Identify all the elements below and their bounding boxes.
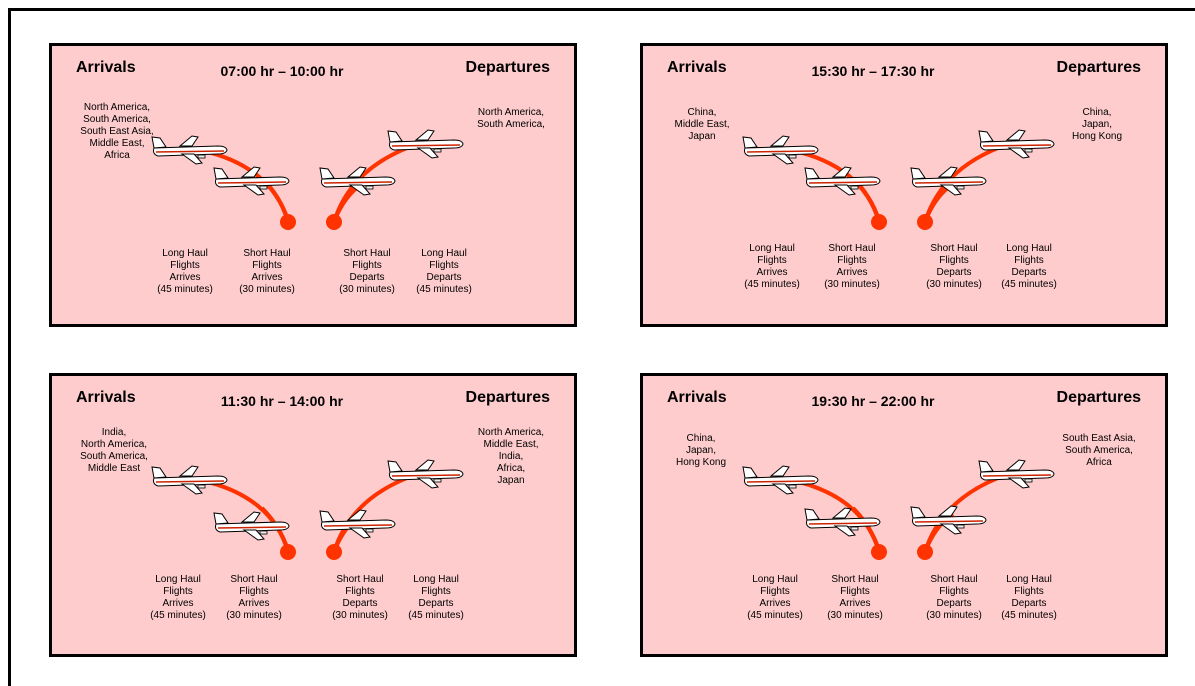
long-haul-departure-route bbox=[332, 470, 425, 553]
flight-flow-diagram bbox=[151, 129, 464, 230]
long-haul-departure-route bbox=[923, 470, 1016, 553]
long-haul-arrives-caption: Long Haul Flights Arrives (45 minutes) bbox=[150, 574, 206, 621]
short-haul-arrives-caption: Short Haul Flights Arrives (30 minutes) bbox=[824, 243, 880, 290]
schedule-panel-1930: Arrivals 19:30 hr – 22:00 hr Departures … bbox=[640, 373, 1168, 657]
arrival-origins: China, Middle East, Japan bbox=[674, 107, 730, 142]
airplane-icon bbox=[742, 135, 819, 165]
long-haul-departs-caption: Long Haul Flights Departs (45 minutes) bbox=[416, 248, 472, 295]
long-haul-departs-caption: Long Haul Flights Departs (45 minutes) bbox=[408, 574, 464, 621]
airplane-icon bbox=[151, 465, 228, 495]
gate-dot-icon bbox=[280, 214, 296, 230]
flight-flow-diagram bbox=[742, 129, 1055, 230]
airplane-icon bbox=[910, 505, 987, 535]
gate-dot-icon bbox=[917, 214, 933, 230]
arrivals-label: Arrivals bbox=[76, 389, 136, 406]
time-window: 11:30 hr – 14:00 hr bbox=[220, 393, 344, 409]
departures-label: Departures bbox=[465, 389, 550, 406]
airplane-icon bbox=[804, 507, 881, 537]
gate-dot-icon bbox=[871, 544, 887, 560]
airplane-icon bbox=[319, 166, 396, 196]
arrivals-label: Arrivals bbox=[667, 389, 727, 406]
short-haul-departs-caption: Short Haul Flights Departs (30 minutes) bbox=[926, 574, 982, 621]
airplane-icon bbox=[742, 465, 819, 495]
time-window: 19:30 hr – 22:00 hr bbox=[811, 393, 935, 409]
airplane-icon bbox=[213, 511, 290, 541]
gate-dot-icon bbox=[326, 544, 342, 560]
gate-dot-icon bbox=[917, 544, 933, 560]
short-haul-arrives-caption: Short Haul Flights Arrives (30 minutes) bbox=[827, 574, 883, 621]
long-haul-departs-caption: Long Haul Flights Departs (45 minutes) bbox=[1001, 243, 1057, 290]
gate-dot-icon bbox=[326, 214, 342, 230]
short-haul-departs-caption: Short Haul Flights Departs (30 minutes) bbox=[332, 574, 388, 621]
airplane-icon bbox=[387, 459, 464, 489]
gate-dot-icon bbox=[280, 544, 296, 560]
airplane-icon bbox=[319, 509, 396, 539]
long-haul-arrives-caption: Long Haul Flights Arrives (45 minutes) bbox=[157, 248, 213, 295]
schedule-panel-1530: Arrivals 15:30 hr – 17:30 hr Departures … bbox=[640, 43, 1168, 327]
airplane-icon bbox=[387, 129, 464, 159]
departure-destinations: North America, Middle East, India, Afric… bbox=[477, 427, 545, 486]
schedule-panel-0700: Arrivals 07:00 hr – 10:00 hr Departures … bbox=[49, 43, 577, 327]
time-window: 15:30 hr – 17:30 hr bbox=[811, 63, 935, 79]
departures-label: Departures bbox=[1056, 59, 1141, 76]
long-haul-arrives-caption: Long Haul Flights Arrives (45 minutes) bbox=[744, 243, 800, 290]
departure-destinations: South East Asia, South America, Africa bbox=[1062, 433, 1136, 468]
airplane-icon bbox=[978, 459, 1055, 489]
departures-label: Departures bbox=[1056, 389, 1141, 406]
arrival-origins: India, North America, South America, Mid… bbox=[80, 427, 148, 474]
long-haul-departs-caption: Long Haul Flights Departs (45 minutes) bbox=[1001, 574, 1057, 621]
departure-destinations: North America, South America, bbox=[477, 107, 545, 130]
departures-label: Departures bbox=[465, 59, 550, 76]
short-haul-departs-caption: Short Haul Flights Departs (30 minutes) bbox=[926, 243, 982, 290]
flight-flow-diagram bbox=[742, 459, 1055, 560]
departure-destinations: China, Japan, Hong Kong bbox=[1071, 107, 1123, 142]
arrivals-label: Arrivals bbox=[76, 59, 136, 76]
long-haul-arrival-route bbox=[199, 478, 290, 553]
time-window: 07:00 hr – 10:00 hr bbox=[220, 63, 344, 79]
arrival-origins: North America, South America, South East… bbox=[80, 102, 154, 161]
schedule-panel-1130: Arrivals 11:30 hr – 14:00 hr Departures … bbox=[49, 373, 577, 657]
short-haul-departs-caption: Short Haul Flights Departs (30 minutes) bbox=[339, 248, 395, 295]
airplane-icon bbox=[910, 166, 987, 196]
arrivals-label: Arrivals bbox=[667, 59, 727, 76]
flight-flow-diagram bbox=[151, 459, 464, 560]
short-haul-arrives-caption: Short Haul Flights Arrives (30 minutes) bbox=[239, 248, 295, 295]
airplane-icon bbox=[151, 135, 228, 165]
arrival-origins: China, Japan, Hong Kong bbox=[675, 433, 727, 468]
airplane-icon bbox=[213, 166, 290, 196]
long-haul-arrives-caption: Long Haul Flights Arrives (45 minutes) bbox=[747, 574, 803, 621]
airplane-icon bbox=[978, 129, 1055, 159]
airplane-icon bbox=[804, 166, 881, 196]
short-haul-arrives-caption: Short Haul Flights Arrives (30 minutes) bbox=[226, 574, 282, 621]
gate-dot-icon bbox=[871, 214, 887, 230]
